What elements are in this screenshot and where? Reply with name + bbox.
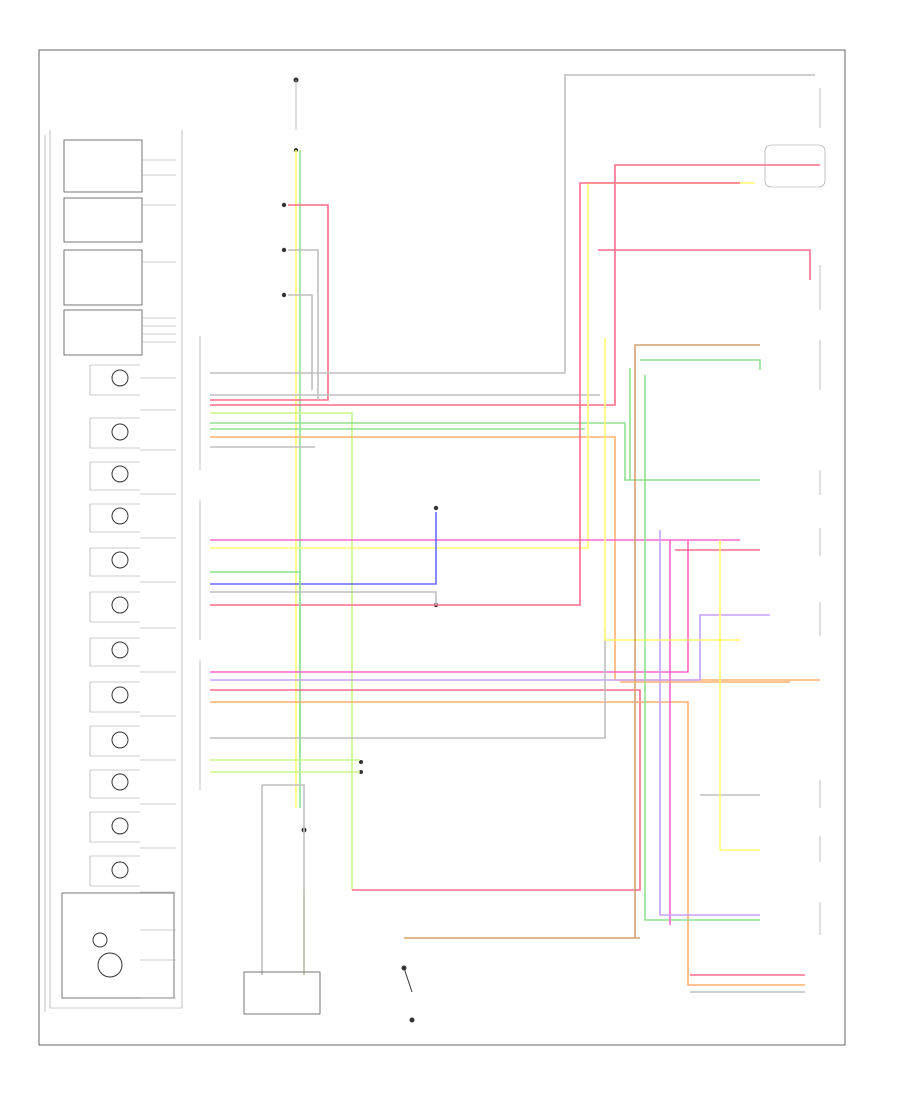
bottom-sensor-box [243,971,321,1015]
connector-dots [281,202,439,833]
wire-violet-32 [659,530,760,916]
wire-gray-5 [210,74,815,374]
instrument-cluster [44,130,183,1012]
wire-green-17 [210,571,301,760]
wire-red-26 [598,249,811,280]
wire-red-21 [210,689,641,891]
wire-gray-18 [210,591,437,605]
wire-gray-4 [288,294,313,390]
fuel-gauge [63,249,143,306]
wire-red-15 [210,182,740,606]
wire-orange-11 [210,436,820,681]
wire-gray-3 [288,249,319,400]
top-switch [293,77,299,152]
wire-yellow-33 [604,338,740,641]
right-components [764,88,826,935]
wire-green-9 [210,422,760,481]
bottom-switch [401,965,415,1023]
wire-orange-22 [210,701,805,986]
speedometer-gauge [63,309,143,356]
indicator-bulbs [111,369,129,879]
wire-red-2 [210,204,329,401]
wire-red-6 [210,164,820,406]
wire-green-27 [640,359,761,370]
tachometer-gauge [63,139,143,193]
wire-pink-19 [210,540,689,673]
wire-layer [210,74,820,993]
wire-gray-23 [210,628,606,739]
wire-gray-37 [262,784,305,975]
diagram-frame [38,49,846,1046]
wire-blue-16 [210,512,437,585]
wire-yellow-13 [210,182,755,549]
wire-lightgreen-8 [210,412,353,890]
temperature-gauge [63,197,143,243]
wire-brown-34 [634,344,760,938]
wire-violet-20 [210,614,770,681]
fuel-sender-box [764,144,826,188]
wire-green-29 [644,375,760,921]
